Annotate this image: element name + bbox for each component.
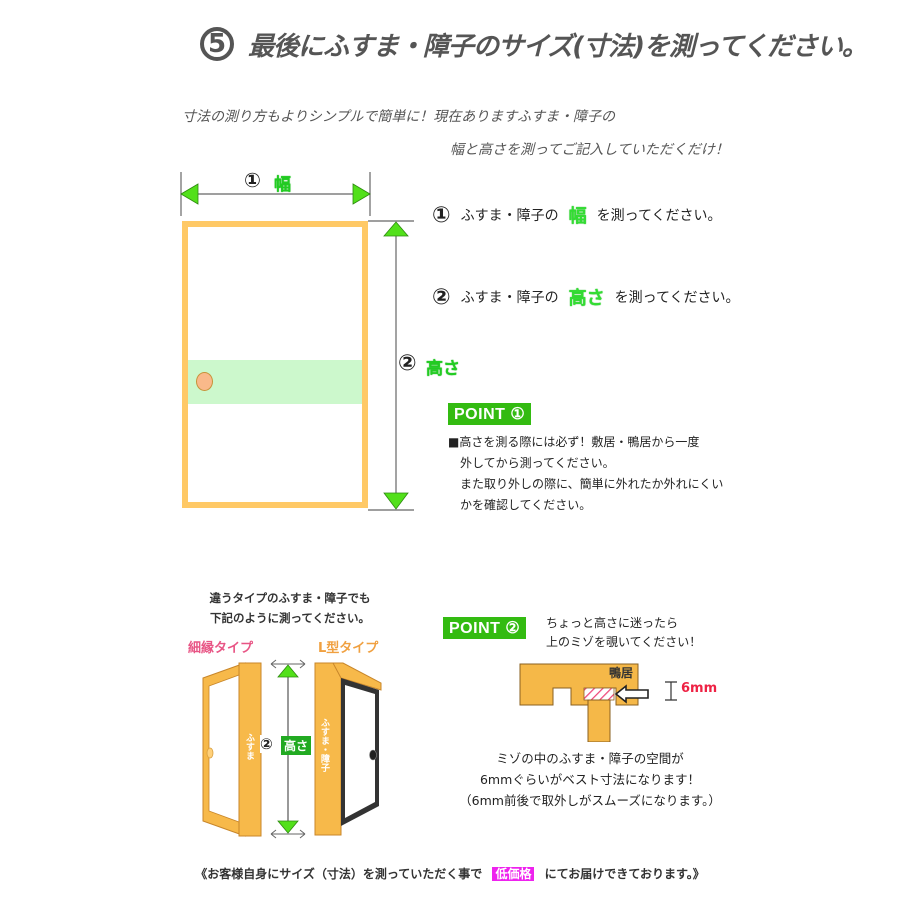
point-1-line: ■高さを測る際には必ず！敷居・鴨居から一度 (448, 435, 700, 449)
instruction-number: ① (432, 202, 451, 228)
types-caption-line-2: 下記のように測ってください。 (209, 611, 371, 625)
title-text: 最後にふすま・障子のサイズ(寸法)を測ってください。 (244, 26, 871, 67)
point-1-line: 外してから測ってください。 (460, 456, 615, 470)
instruction-highlight: 幅 (568, 206, 587, 227)
gap-label: 6mm (681, 681, 718, 696)
instruction-height: ② ふすま・障子の 高さ を測ってください。 (432, 284, 740, 310)
height-label-number: ② (398, 351, 417, 376)
door-b-label: ふすま・障子 (319, 718, 329, 772)
point-2-body-line-2: 6mmぐらいがベスト寸法になります！ (479, 772, 701, 787)
type-l-shape-label: L型タイプ (318, 641, 379, 656)
width-dimension-arrow-icon (180, 172, 371, 216)
point-1-line: また取り外しの際に、簡単に外れたか外れにくい (460, 477, 724, 491)
types-height-label: 高さ (281, 736, 312, 755)
instruction-suffix: を測ってください。 (596, 208, 722, 224)
point-1-badge: POINT ① (448, 403, 532, 425)
point-2-badge: POINT ② (443, 617, 527, 639)
width-label-number: ① (244, 168, 261, 192)
footer-suffix: にてお届けできております。》 (544, 867, 705, 881)
point-2-caption-line-2: 上のミゾを覗いてください！ (546, 635, 702, 649)
width-label: 幅 (274, 175, 291, 195)
l-shape-door-diagram (314, 662, 382, 836)
instruction-prefix: ふすま・障子の (460, 208, 559, 224)
point-1-body: ■高さを測る際には必ず！敷居・鴨居から一度 外してから測ってください。 また取り… (448, 432, 723, 516)
point-1-line: かを確認してください。 (460, 498, 592, 512)
footer-note: 《お客様自身にサイズ（寸法）を測っていただく事で 低価格 にてお届けできておりま… (0, 865, 900, 882)
section-title: 5 最後にふすま・障子のサイズ(寸法)を測ってください。 (200, 22, 871, 67)
types-height-number: ② (260, 735, 273, 753)
type-thin-frame-label: 細縁タイプ (188, 641, 254, 656)
point-2-body: ミゾの中のふすま・障子の空間が 6mmぐらいがベスト寸法になります！ （6mm前… (440, 748, 740, 811)
kamoi-groove-diagram (519, 663, 677, 742)
instruction-prefix: ふすま・障子の (460, 290, 559, 306)
instruction-number: ② (432, 284, 451, 310)
footer-highlight: 低価格 (492, 867, 535, 881)
thin-frame-door-diagram (202, 662, 262, 837)
instruction-width: ① ふすま・障子の 幅 を測ってください。 (432, 202, 722, 228)
kamoi-label: 鴨居 (609, 666, 634, 680)
types-caption: 違うタイプのふすま・障子でも 下記のように測ってください。 (190, 588, 390, 628)
instruction-highlight: 高さ (568, 288, 605, 309)
point-2-body-line-3: （6mm前後で取外しがスムーズになります。） (459, 793, 721, 808)
point-2-caption-line-1: ちょっと高さに迷ったら (546, 616, 679, 630)
door-handle-band (188, 360, 362, 404)
point-2-body-line-1: ミゾの中のふすま・障子の空間が (496, 751, 684, 766)
step-number-badge: 5 (200, 27, 234, 61)
door-knob-icon (196, 372, 213, 391)
door-a-label: ふすま (244, 733, 254, 760)
instruction-suffix: を測ってください。 (614, 290, 740, 306)
height-label: 高さ (426, 359, 460, 379)
intro-line-2: 幅と高さを測ってご記入していただくだけ！ (450, 142, 729, 158)
point-2-caption: ちょっと高さに迷ったら 上のミゾを覗いてください！ (546, 614, 701, 652)
types-caption-line-1: 違うタイプのふすま・障子でも (209, 591, 371, 605)
intro-line-1: 寸法の測り方もよりシンプルで簡単に！現在ありますふすま・障子の (182, 109, 616, 125)
height-dimension-arrow-icon (368, 220, 414, 511)
footer-prefix: 《お客様自身にサイズ（寸法）を測っていただく事で (195, 867, 483, 881)
